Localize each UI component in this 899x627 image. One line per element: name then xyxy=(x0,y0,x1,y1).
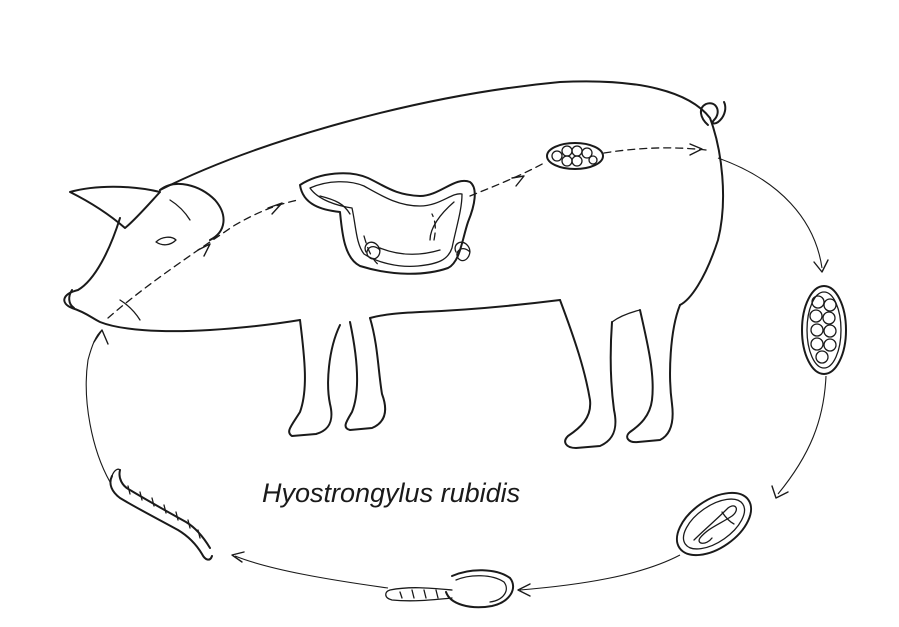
hatching-larva xyxy=(386,570,513,607)
pig-hind-leg-right xyxy=(627,305,680,442)
pig-tail xyxy=(701,102,725,125)
egg-with-embryo xyxy=(666,480,762,567)
pig-brow xyxy=(170,200,190,220)
pig-hind-leg-left xyxy=(560,300,615,448)
pig-jaw xyxy=(120,300,140,320)
internal-migration-path xyxy=(108,144,706,318)
pig-hind-crotch xyxy=(612,310,640,322)
pig-ear xyxy=(70,187,160,228)
pig-front-leg-right xyxy=(346,318,386,430)
pig-front-leg-left xyxy=(289,320,340,436)
egg-in-intestine xyxy=(547,143,603,169)
pig-body-outline xyxy=(160,81,723,330)
stomach-organ xyxy=(300,173,475,274)
egg-in-feces xyxy=(802,286,846,374)
infective-larva xyxy=(110,469,212,559)
pig-eye xyxy=(156,237,176,245)
pig-head-outline xyxy=(64,184,223,331)
species-title: Hyostrongylus rubidis xyxy=(262,478,520,509)
